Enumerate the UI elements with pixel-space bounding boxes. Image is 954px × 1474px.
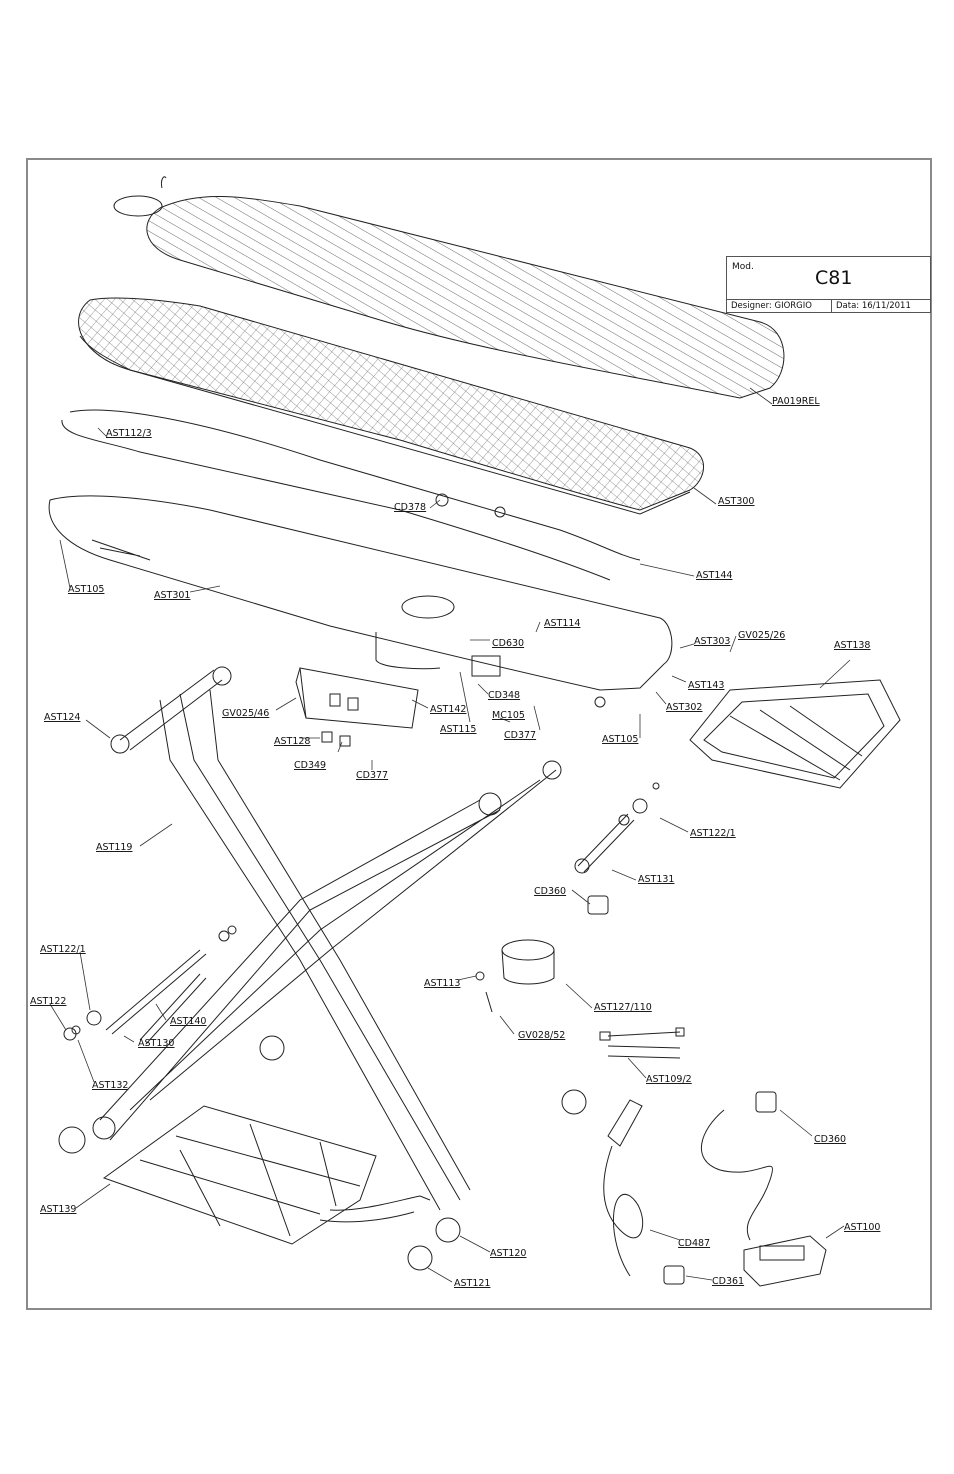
part-label: AST130 bbox=[138, 1038, 174, 1049]
ironing-board-cover bbox=[113, 176, 785, 399]
part-label: AST122/1 bbox=[40, 944, 86, 955]
part-label: AST105 bbox=[602, 734, 638, 745]
part-label: GV025/46 bbox=[222, 708, 269, 719]
part-label: CD360 bbox=[534, 886, 566, 897]
part-label: MC105 bbox=[492, 710, 525, 721]
iron-rest-wire bbox=[689, 679, 901, 789]
cord-wire bbox=[61, 409, 641, 581]
part-label: AST105 bbox=[68, 584, 104, 595]
part-label: AST142 bbox=[430, 704, 466, 715]
part-label: AST143 bbox=[688, 680, 724, 691]
part-label: AST122 bbox=[30, 996, 66, 1007]
part-label: AST114 bbox=[544, 618, 580, 629]
small-parts bbox=[63, 782, 685, 1059]
part-label: CD349 bbox=[294, 760, 326, 771]
part-label: CD361 bbox=[712, 1276, 744, 1287]
part-label: AST109/2 bbox=[646, 1074, 692, 1085]
part-label: AST128 bbox=[274, 736, 310, 747]
part-label: AST124 bbox=[44, 712, 80, 723]
part-label: AST100 bbox=[844, 1222, 880, 1233]
bottom-basket bbox=[102, 1105, 431, 1245]
part-label: AST139 bbox=[40, 1204, 76, 1215]
part-label: AST119 bbox=[96, 842, 132, 853]
part-label: AST138 bbox=[834, 640, 870, 651]
title-block: Mod. C81 Designer: GIORGIO Data: 16/11/2… bbox=[726, 256, 931, 313]
part-label: AST300 bbox=[718, 496, 754, 507]
part-label: AST301 bbox=[154, 590, 190, 601]
model-name: C81 bbox=[815, 267, 853, 289]
part-labels: PA019RELAST300AST112/3CD378AST144AST105A… bbox=[30, 396, 880, 1289]
title-block-model-row: Mod. C81 bbox=[727, 257, 930, 300]
part-label: AST302 bbox=[666, 702, 702, 713]
part-label: AST113 bbox=[424, 978, 460, 989]
part-label: PA019REL bbox=[772, 396, 820, 407]
socket-box bbox=[295, 655, 501, 747]
part-label: CD630 bbox=[492, 638, 524, 649]
designer-field: Designer: GIORGIO bbox=[731, 301, 812, 311]
board-legs bbox=[58, 666, 587, 1271]
part-label: AST144 bbox=[696, 570, 732, 581]
part-label: CD348 bbox=[488, 690, 520, 701]
board-top bbox=[48, 495, 673, 708]
part-label: AST132 bbox=[92, 1080, 128, 1091]
part-label: CD360 bbox=[814, 1134, 846, 1145]
leader-lines bbox=[49, 387, 851, 1283]
part-label: CD378 bbox=[394, 502, 426, 513]
part-label: AST303 bbox=[694, 636, 730, 647]
part-label: AST140 bbox=[170, 1016, 206, 1027]
part-label: AST112/3 bbox=[106, 428, 152, 439]
part-label: AST121 bbox=[454, 1278, 490, 1289]
cords-and-pedal bbox=[603, 1091, 827, 1287]
part-label: AST115 bbox=[440, 724, 476, 735]
part-label: AST120 bbox=[490, 1248, 526, 1259]
date-field: Data: 16/11/2011 bbox=[831, 299, 911, 312]
part-label: CD377 bbox=[356, 770, 388, 781]
felt-pad bbox=[78, 297, 704, 515]
part-label: CD377 bbox=[504, 730, 536, 741]
part-label: CD487 bbox=[678, 1238, 710, 1249]
part-label: AST131 bbox=[638, 874, 674, 885]
part-label: AST122/1 bbox=[690, 828, 736, 839]
part-label: AST127/110 bbox=[594, 1002, 652, 1013]
part-label: GV028/52 bbox=[518, 1030, 565, 1041]
part-label: GV025/26 bbox=[738, 630, 785, 641]
mod-label: Mod. bbox=[732, 262, 754, 272]
